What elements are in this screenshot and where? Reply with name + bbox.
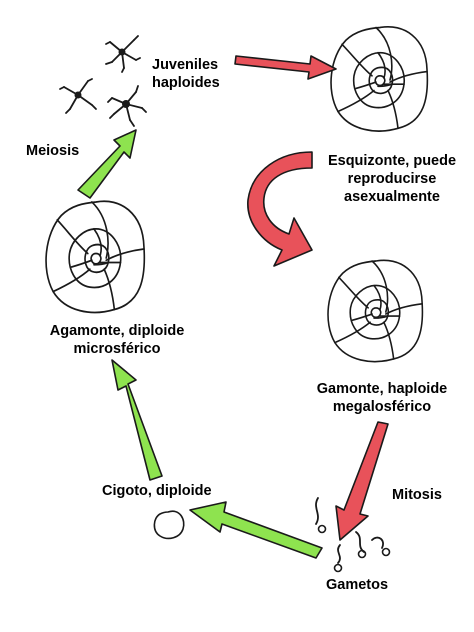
- arrow-gametes-to-zygote: [189, 501, 323, 559]
- zygote-cell: [153, 510, 185, 540]
- esquizonte-shell: [330, 25, 429, 132]
- label-juveniles-haploides: Juveniles haploides: [152, 57, 220, 91]
- gamonte-shell: [327, 259, 424, 363]
- label-esquizonte: Esquizonte, puede reproducirse asexualme…: [327, 153, 457, 205]
- label-cigoto: Cigoto, diploide: [102, 483, 212, 499]
- agamonte-shell: [45, 200, 146, 314]
- label-mitosis: Mitosis: [392, 487, 442, 503]
- label-meiosis: Meiosis: [26, 143, 80, 159]
- arrow-juveniles-to-esquizonte: [234, 55, 337, 80]
- juvenile-haploid-1: [105, 35, 141, 73]
- arrow-zygote-to-agamonte: [111, 359, 163, 481]
- juvenile-haploid-3: [107, 85, 147, 127]
- label-gamonte: Gamonte, haploide megalosférico: [316, 381, 448, 415]
- label-agamonte: Agamonte, diploide microsférico: [49, 323, 185, 357]
- arrow-esquizonte-to-gamonte: [247, 151, 313, 267]
- label-gametos: Gametos: [326, 577, 389, 593]
- juvenile-haploid-2: [59, 78, 97, 114]
- gametes-group: [315, 497, 391, 573]
- arrow-agamonte-to-juveniles: [77, 129, 137, 199]
- arrow-gamonte-to-gametes: [335, 421, 389, 541]
